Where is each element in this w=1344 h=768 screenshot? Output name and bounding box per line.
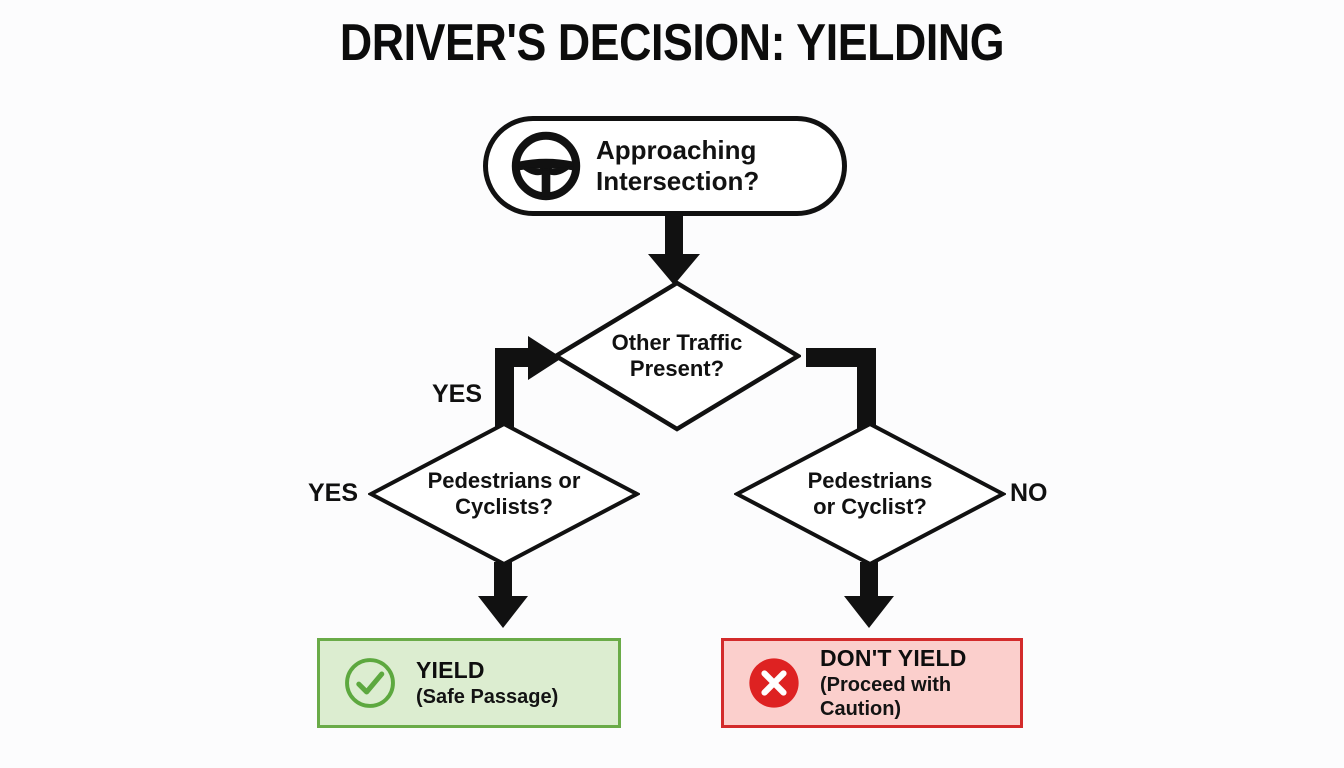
diamond-shape bbox=[734, 421, 1006, 567]
outcome-yield-title: YIELD bbox=[416, 657, 485, 684]
decision-other-traffic-line2: Present? bbox=[629, 356, 725, 381]
page-title: DRIVER'S DECISION: YIELDING bbox=[339, 14, 1005, 72]
outcome-yield-text: YIELD (Safe Passage) bbox=[416, 657, 558, 709]
decision-pedestrians-left-line2: Cyclists? bbox=[455, 494, 553, 519]
outcome-dont-yield-text: DON'T YIELD (Proceed with Caution) bbox=[820, 645, 1020, 721]
decision-pedestrians-left-label: Pedestrians or Cyclists? bbox=[428, 468, 581, 520]
outcome-yield-subtitle: (Safe Passage) bbox=[416, 685, 559, 708]
decision-pedestrians-right-line1: Pedestrians bbox=[807, 468, 933, 494]
start-node-label: Approaching Intersection? bbox=[596, 135, 759, 196]
start-node-label-line1: Approaching bbox=[596, 135, 757, 166]
diamond-shape bbox=[368, 421, 640, 567]
steering-wheel-icon bbox=[510, 130, 582, 202]
decision-other-traffic-present[interactable]: Other Traffic Present? bbox=[553, 280, 801, 432]
diamond-shape bbox=[553, 280, 801, 432]
connector-right-to-dont-yield bbox=[844, 562, 894, 628]
outcome-dont-yield-title: DON'T YIELD bbox=[820, 645, 967, 672]
x-circle-icon bbox=[746, 655, 802, 711]
decision-pedestrians-right-line2: or Cyclist? bbox=[813, 494, 927, 519]
start-node-label-line2: Intersection? bbox=[596, 166, 760, 196]
connector-start-to-traffic bbox=[648, 216, 700, 285]
edge-label-pedestrians-right-no: NO bbox=[1010, 479, 1048, 507]
outcome-dont-yield[interactable]: DON'T YIELD (Proceed with Caution) bbox=[721, 638, 1023, 728]
start-node-approaching-intersection[interactable]: Approaching Intersection? bbox=[483, 116, 847, 216]
decision-pedestrians-cyclist-right[interactable]: Pedestrians or Cyclist? bbox=[734, 421, 1006, 567]
outcome-yield[interactable]: YIELD (Safe Passage) bbox=[317, 638, 621, 728]
decision-other-traffic-label: Other Traffic Present? bbox=[612, 330, 743, 382]
decision-pedestrians-left-line1: Pedestrians or bbox=[427, 468, 581, 494]
decision-pedestrians-cyclists-left[interactable]: Pedestrians or Cyclists? bbox=[368, 421, 640, 567]
outcome-dont-yield-subtitle: (Proceed with Caution) bbox=[820, 673, 952, 720]
decision-other-traffic-line1: Other Traffic bbox=[611, 330, 743, 356]
edge-label-traffic-yes: YES bbox=[432, 380, 483, 408]
connector-left-to-yield bbox=[478, 562, 528, 628]
check-circle-icon bbox=[342, 655, 398, 711]
edge-label-pedestrians-left-yes: YES bbox=[308, 479, 359, 507]
decision-pedestrians-right-label: Pedestrians or Cyclist? bbox=[808, 468, 933, 520]
